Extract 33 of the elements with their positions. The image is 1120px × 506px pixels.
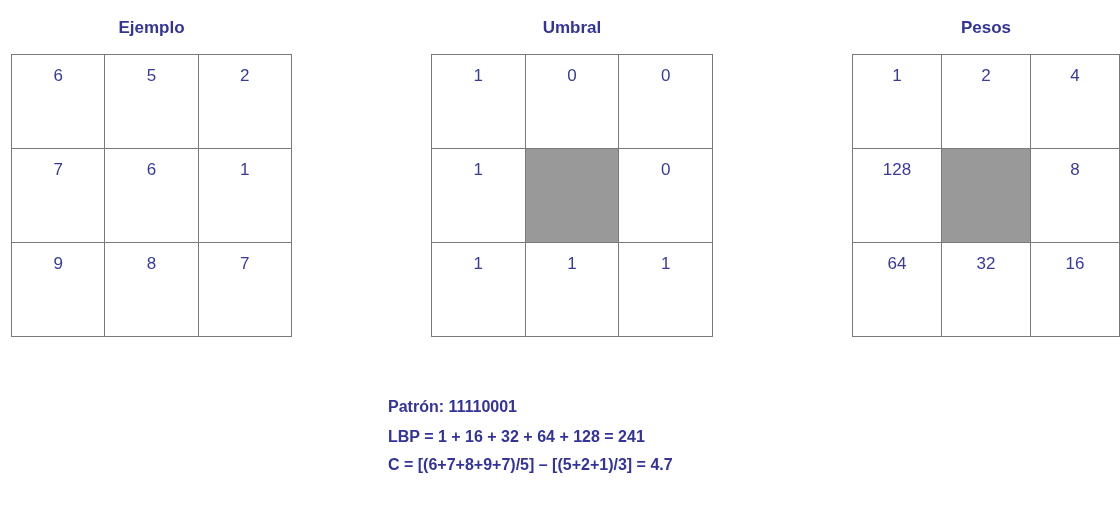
table-cell: 1 xyxy=(619,243,712,336)
table-cell: 0 xyxy=(619,55,712,148)
table-cell: 6 xyxy=(105,149,198,242)
table-title: Umbral xyxy=(541,18,603,38)
table-cell: 8 xyxy=(105,243,198,336)
table-cell: 4 xyxy=(1031,55,1119,148)
table-cell: 1 xyxy=(853,55,941,148)
shaded-cell xyxy=(942,149,1030,242)
table-cell: 9 xyxy=(12,243,105,336)
table-cell: 32 xyxy=(942,243,1030,336)
table-cell: 8 xyxy=(1031,149,1119,242)
formula-text: C = [(6+7+8+9+7)/5] – [(5+2+1)/3] = 4.7 xyxy=(388,456,673,474)
table-title: Ejemplo xyxy=(117,18,186,38)
table-cell: 2 xyxy=(942,55,1030,148)
table-cell: 1 xyxy=(432,55,525,148)
table-cell: 1 xyxy=(432,243,525,336)
table-title: Pesos xyxy=(959,18,1013,38)
table-cell: 1 xyxy=(198,149,291,242)
table-cell: 0 xyxy=(525,55,619,148)
table-cell: 5 xyxy=(105,55,198,148)
table-cell: 128 xyxy=(853,149,941,242)
table-cell: 16 xyxy=(1031,243,1119,336)
table-cell: 2 xyxy=(198,55,291,148)
table-cell: 7 xyxy=(12,149,105,242)
shaded-cell xyxy=(525,149,619,242)
table-cell: 6 xyxy=(12,55,105,148)
table-cell: 1 xyxy=(525,243,619,336)
formula-text: Patrón: 11110001 xyxy=(388,398,517,416)
table-cell: 1 xyxy=(432,149,525,242)
table-cell: 7 xyxy=(198,243,291,336)
table-cell: 64 xyxy=(853,243,941,336)
table-cell: 0 xyxy=(619,149,712,242)
formula-text: LBP = 1 + 16 + 32 + 64 + 128 = 241 xyxy=(388,428,645,446)
